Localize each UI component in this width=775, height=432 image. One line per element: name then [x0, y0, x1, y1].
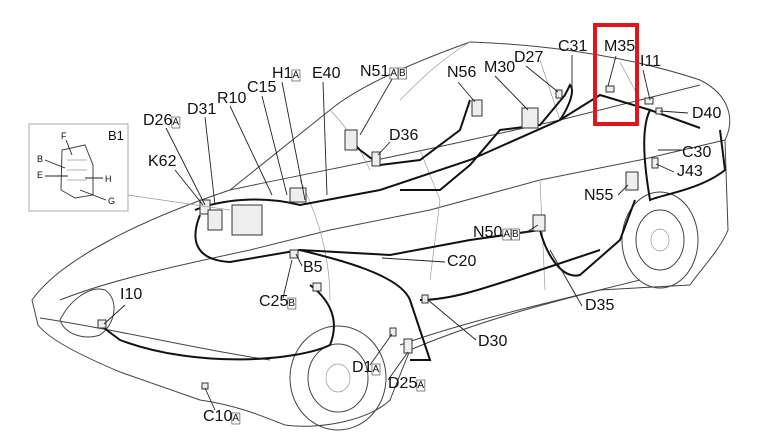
label-e40: E40: [312, 65, 341, 82]
inset-title: B1: [108, 128, 124, 143]
label-c15: C15: [247, 79, 276, 96]
label-d27: D27: [514, 49, 543, 66]
label-c30: C30: [682, 144, 711, 161]
suffix-box: [502, 228, 512, 241]
suffix-box: [231, 412, 241, 425]
suffix-box: [416, 379, 426, 392]
label-c20: C20: [447, 253, 476, 270]
label-h1: H1A: [272, 65, 299, 82]
label-n56: N56: [447, 64, 476, 81]
inset-label-f: F: [61, 131, 67, 141]
label-d40: D40: [692, 105, 721, 122]
suffix-box: [287, 297, 297, 310]
label-m35: M35: [604, 38, 635, 55]
label-r10: R10: [217, 90, 246, 107]
label-c31: C31: [558, 38, 587, 55]
label-d26: D26A: [143, 112, 179, 129]
label-d25: D25A: [388, 375, 424, 392]
inset-label-e: E: [37, 170, 43, 180]
suffix-box: [371, 363, 381, 376]
connectors: [97, 85, 663, 390]
label-d36: D36: [389, 127, 418, 144]
highlight-box-m35: [593, 23, 639, 126]
label-d35: D35: [585, 297, 614, 314]
label-j43: J43: [677, 163, 703, 180]
inset-label-h: H: [105, 174, 112, 184]
suffix-box: [291, 69, 301, 82]
suffix-box: [171, 116, 181, 129]
label-c25: C25B: [259, 293, 295, 310]
suffix-box: [511, 228, 520, 241]
label-b5: B5: [303, 259, 323, 276]
inset-label-g: G: [108, 196, 115, 206]
label-d31: D31: [187, 101, 216, 118]
label-n55: N55: [584, 187, 613, 204]
label-m30: M30: [484, 59, 515, 76]
label-i11: I11: [640, 53, 661, 70]
label-k62: K62: [148, 153, 177, 170]
wire-harness: [99, 83, 727, 361]
car-outline: [31, 41, 731, 431]
inset-b1: F B E H G B1: [28, 123, 231, 212]
label-d30: D30: [478, 333, 507, 350]
leader-lines: [103, 55, 689, 411]
suffix-box: [398, 67, 407, 80]
label-c10: C10A: [203, 408, 239, 425]
suffix-box: [389, 67, 399, 80]
label-i10: I10: [120, 286, 142, 303]
label-d1: D1A: [352, 359, 379, 376]
inset-label-b: B: [37, 154, 43, 164]
